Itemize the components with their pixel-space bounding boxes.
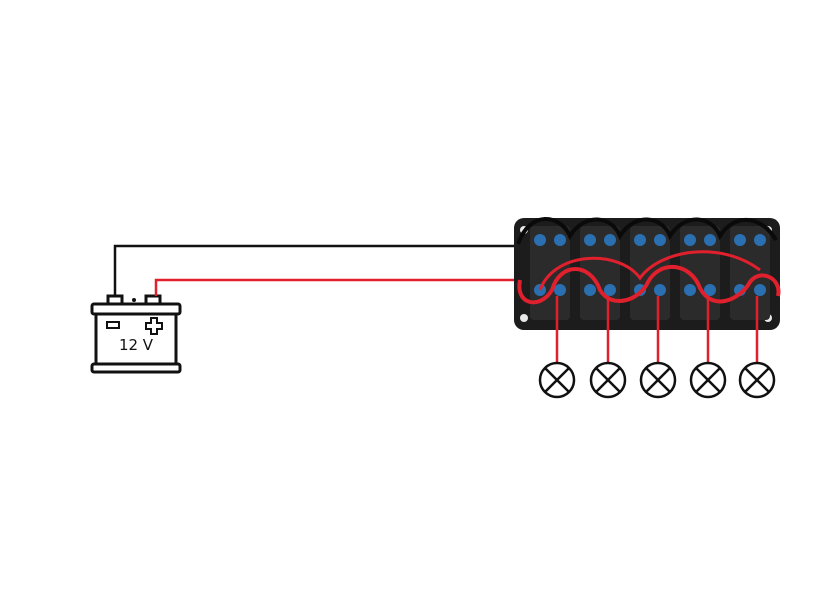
battery-minus-icon	[106, 321, 120, 329]
switch-housing	[580, 226, 620, 320]
lamp-icon	[689, 361, 727, 399]
switch-terminal	[634, 234, 646, 246]
switch-housing	[630, 226, 670, 320]
battery-voltage-label: 12 V	[119, 336, 154, 354]
rocker-switch	[680, 226, 720, 320]
lamp-icon	[538, 361, 576, 399]
switch-terminal	[584, 284, 596, 296]
switch-terminal	[584, 234, 596, 246]
switch-terminal	[704, 284, 716, 296]
rocker-switch	[630, 226, 670, 320]
rocker-switch	[580, 226, 620, 320]
switch-housing	[730, 226, 770, 320]
switch-terminal	[684, 234, 696, 246]
switch-terminal	[554, 284, 566, 296]
switch-terminal	[654, 234, 666, 246]
lamp-row	[538, 296, 776, 399]
switch-panel	[514, 217, 781, 330]
power-jumper-wire	[517, 265, 781, 305]
switch-housing	[680, 226, 720, 320]
switch-terminal	[604, 234, 616, 246]
switch-terminal	[604, 284, 616, 296]
power-loop-wire	[538, 250, 761, 291]
lamp-icon	[639, 361, 677, 399]
switch-terminal	[734, 234, 746, 246]
switch-terminal	[654, 284, 666, 296]
switch-terminal	[684, 284, 696, 296]
battery-base	[90, 362, 182, 374]
panel-screw	[520, 314, 528, 322]
battery: 12 V	[90, 294, 182, 374]
lamp-icon	[589, 361, 627, 399]
positive-wire	[154, 278, 520, 296]
ground-jumper-wire	[516, 217, 778, 245]
negative-wire	[113, 244, 520, 296]
switch-terminal	[704, 234, 716, 246]
switch-terminal	[554, 234, 566, 246]
switch-terminal	[754, 234, 766, 246]
switch-terminal	[754, 284, 766, 296]
battery-plus-icon	[145, 317, 163, 335]
lamp-icon	[738, 361, 776, 399]
rocker-switch	[730, 226, 770, 320]
switch-terminal	[534, 234, 546, 246]
